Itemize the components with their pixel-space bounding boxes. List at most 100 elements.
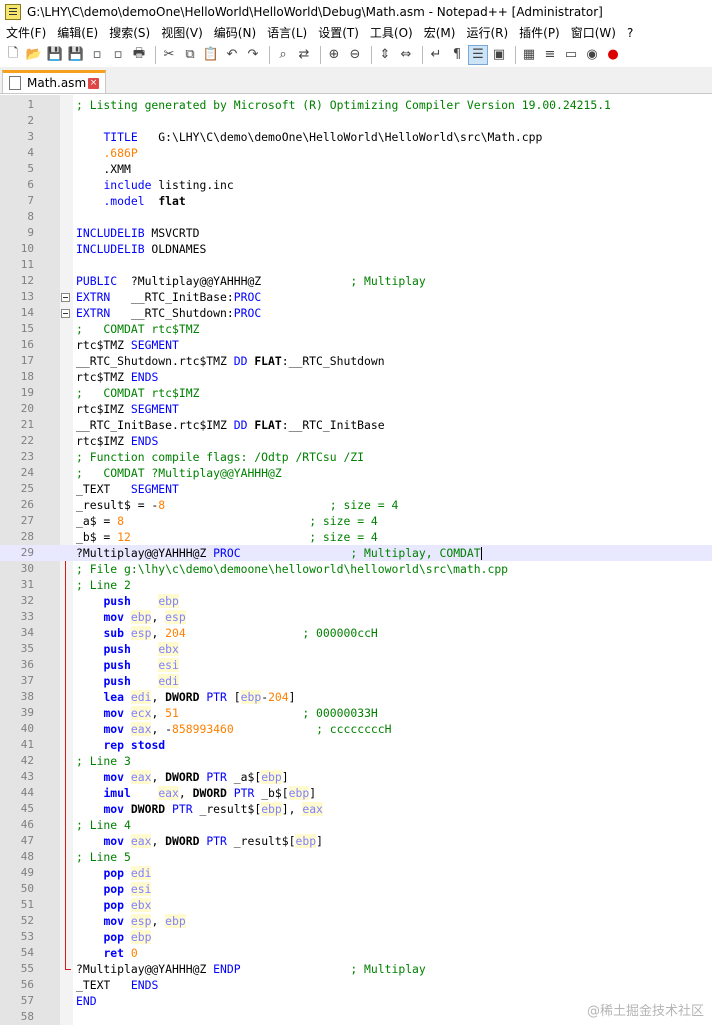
- doc-map-icon[interactable]: ▦: [522, 47, 536, 62]
- paste-icon[interactable]: 📋: [202, 47, 220, 62]
- code-line[interactable]: 53 pop ebp: [0, 929, 712, 945]
- code-line[interactable]: 49 pop edi: [0, 865, 712, 881]
- code-line[interactable]: 44 imul eax, DWORD PTR _b$[ebp]: [0, 785, 712, 801]
- menu-item-9[interactable]: 运行(R): [466, 26, 509, 40]
- menu-item-6[interactable]: 设置(T): [318, 26, 359, 40]
- monitor-icon[interactable]: ◉: [586, 47, 598, 62]
- replace-icon[interactable]: ⇄: [298, 47, 310, 62]
- code-line[interactable]: 54 ret 0: [0, 945, 712, 961]
- menu-item-0[interactable]: 文件(F): [6, 26, 47, 40]
- sync-horizontal-icon[interactable]: ⇔: [400, 47, 412, 62]
- copy-icon[interactable]: ⧉: [185, 47, 195, 62]
- menu-item-10[interactable]: 插件(P): [519, 26, 560, 40]
- code-line[interactable]: 1; Listing generated by Microsoft (R) Op…: [0, 97, 712, 113]
- folder-workspace-icon[interactable]: ▭: [564, 47, 578, 62]
- code-line[interactable]: 3 TITLE G:\LHY\C\demo\demoOne\HelloWorld…: [0, 129, 712, 145]
- menu-item-8[interactable]: 宏(M): [423, 26, 456, 40]
- save-all-icon[interactable]: 💾: [67, 47, 85, 62]
- find-icon[interactable]: ⌕: [279, 47, 287, 62]
- code-line[interactable]: 30; File g:\lhy\c\demo\demoone\helloworl…: [0, 561, 712, 577]
- word-wrap-icon[interactable]: ↵: [430, 47, 442, 62]
- code-line[interactable]: 41 rep stosd: [0, 737, 712, 753]
- code-line[interactable]: 46; Line 4: [0, 817, 712, 833]
- code-line[interactable]: 17__RTC_Shutdown.rtc$TMZ DD FLAT:__RTC_S…: [0, 353, 712, 369]
- code-line[interactable]: 26_result$ = -8 ; size = 4: [0, 497, 712, 513]
- tab-close-icon[interactable]: ×: [88, 77, 99, 89]
- code-line[interactable]: 8: [0, 209, 712, 225]
- code-line[interactable]: 45 mov DWORD PTR _result$[ebp], eax: [0, 801, 712, 817]
- code-line[interactable]: 37 push edi: [0, 673, 712, 689]
- code-line[interactable]: 4 .686P: [0, 145, 712, 161]
- code-line[interactable]: 28_b$ = 12 ; size = 4: [0, 529, 712, 545]
- code-line[interactable]: 56_TEXT ENDS: [0, 977, 712, 993]
- code-line[interactable]: 39 mov ecx, 51 ; 00000033H: [0, 705, 712, 721]
- new-file-icon[interactable]: 🗋: [7, 45, 19, 61]
- menu-item-2[interactable]: 搜索(S): [109, 26, 151, 40]
- code-line[interactable]: 24; COMDAT ?Multiplay@@YAHHH@Z: [0, 465, 712, 481]
- code-line[interactable]: 38 lea edi, DWORD PTR [ebp-204]: [0, 689, 712, 705]
- code-line[interactable]: 5 .XMM: [0, 161, 712, 177]
- tab-math-asm[interactable]: Math.asm ×: [2, 70, 106, 93]
- cut-icon[interactable]: ✂: [163, 47, 175, 62]
- code-line[interactable]: 6 include listing.inc: [0, 177, 712, 193]
- close-icon[interactable]: ▫: [92, 47, 102, 62]
- menu-item-12[interactable]: ?: [626, 25, 634, 40]
- user-language-icon[interactable]: ▣: [492, 47, 506, 62]
- zoom-in-icon[interactable]: ⊕: [328, 47, 340, 62]
- code-line[interactable]: 21__RTC_InitBase.rtc$IMZ DD FLAT:__RTC_I…: [0, 417, 712, 433]
- code-line[interactable]: 52 mov esp, ebp: [0, 913, 712, 929]
- menu-item-5[interactable]: 语言(L): [267, 26, 308, 40]
- open-file-icon[interactable]: 📂: [25, 47, 43, 62]
- menu-item-4[interactable]: 编码(N): [213, 26, 257, 40]
- redo-icon[interactable]: ↷: [247, 47, 259, 62]
- menu-item-11[interactable]: 窗口(W): [570, 26, 616, 40]
- code-line[interactable]: 31; Line 2: [0, 577, 712, 593]
- code-line[interactable]: 23; Function compile flags: /Odtp /RTCsu…: [0, 449, 712, 465]
- menu-item-1[interactable]: 编辑(E): [57, 26, 99, 40]
- code-line[interactable]: 27_a$ = 8 ; size = 4: [0, 513, 712, 529]
- code-line[interactable]: 58: [0, 1009, 712, 1025]
- save-icon[interactable]: 💾: [46, 47, 64, 62]
- indent-guide-icon[interactable]: ☰: [468, 44, 488, 65]
- code-line[interactable]: 34 sub esp, 204 ; 000000ccH: [0, 625, 712, 641]
- code-line[interactable]: 15; COMDAT rtc$TMZ: [0, 321, 712, 337]
- close-all-icon[interactable]: ▫: [113, 47, 123, 62]
- code-line[interactable]: 43 mov eax, DWORD PTR _a$[ebp]: [0, 769, 712, 785]
- editor[interactable]: 1; Listing generated by Microsoft (R) Op…: [0, 95, 712, 1025]
- code-line[interactable]: 55?Multiplay@@YAHHH@Z ENDP ; Multiplay: [0, 961, 712, 977]
- fold-toggle-icon[interactable]: [61, 293, 70, 302]
- code-line[interactable]: 36 push esi: [0, 657, 712, 673]
- show-all-chars-icon[interactable]: ¶: [452, 47, 462, 62]
- code-line[interactable]: 32 push ebp: [0, 593, 712, 609]
- code-line[interactable]: 42; Line 3: [0, 753, 712, 769]
- code-line[interactable]: 25_TEXT SEGMENT: [0, 481, 712, 497]
- code-line[interactable]: 29?Multiplay@@YAHHH@Z PROC ; Multiplay, …: [0, 545, 712, 561]
- menu-item-3[interactable]: 视图(V): [161, 26, 203, 40]
- menu-item-7[interactable]: 工具(O): [369, 26, 413, 40]
- code-line[interactable]: 33 mov ebp, esp: [0, 609, 712, 625]
- print-icon[interactable]: 🖶: [132, 45, 146, 61]
- code-line[interactable]: 19; COMDAT rtc$IMZ: [0, 385, 712, 401]
- code-line[interactable]: 40 mov eax, -858993460 ; ccccccccH: [0, 721, 712, 737]
- code-line[interactable]: 11: [0, 257, 712, 273]
- fold-toggle-icon[interactable]: [61, 309, 70, 318]
- undo-icon[interactable]: ↶: [226, 47, 238, 62]
- zoom-out-icon[interactable]: ⊖: [349, 47, 361, 62]
- code-line[interactable]: 35 push ebx: [0, 641, 712, 657]
- code-line[interactable]: 50 pop esi: [0, 881, 712, 897]
- code-line[interactable]: 7 .model flat: [0, 193, 712, 209]
- code-line[interactable]: 47 mov eax, DWORD PTR _result$[ebp]: [0, 833, 712, 849]
- record-macro-icon[interactable]: ●: [607, 47, 619, 62]
- function-list-icon[interactable]: ≡: [544, 47, 556, 62]
- code-line[interactable]: 51 pop ebx: [0, 897, 712, 913]
